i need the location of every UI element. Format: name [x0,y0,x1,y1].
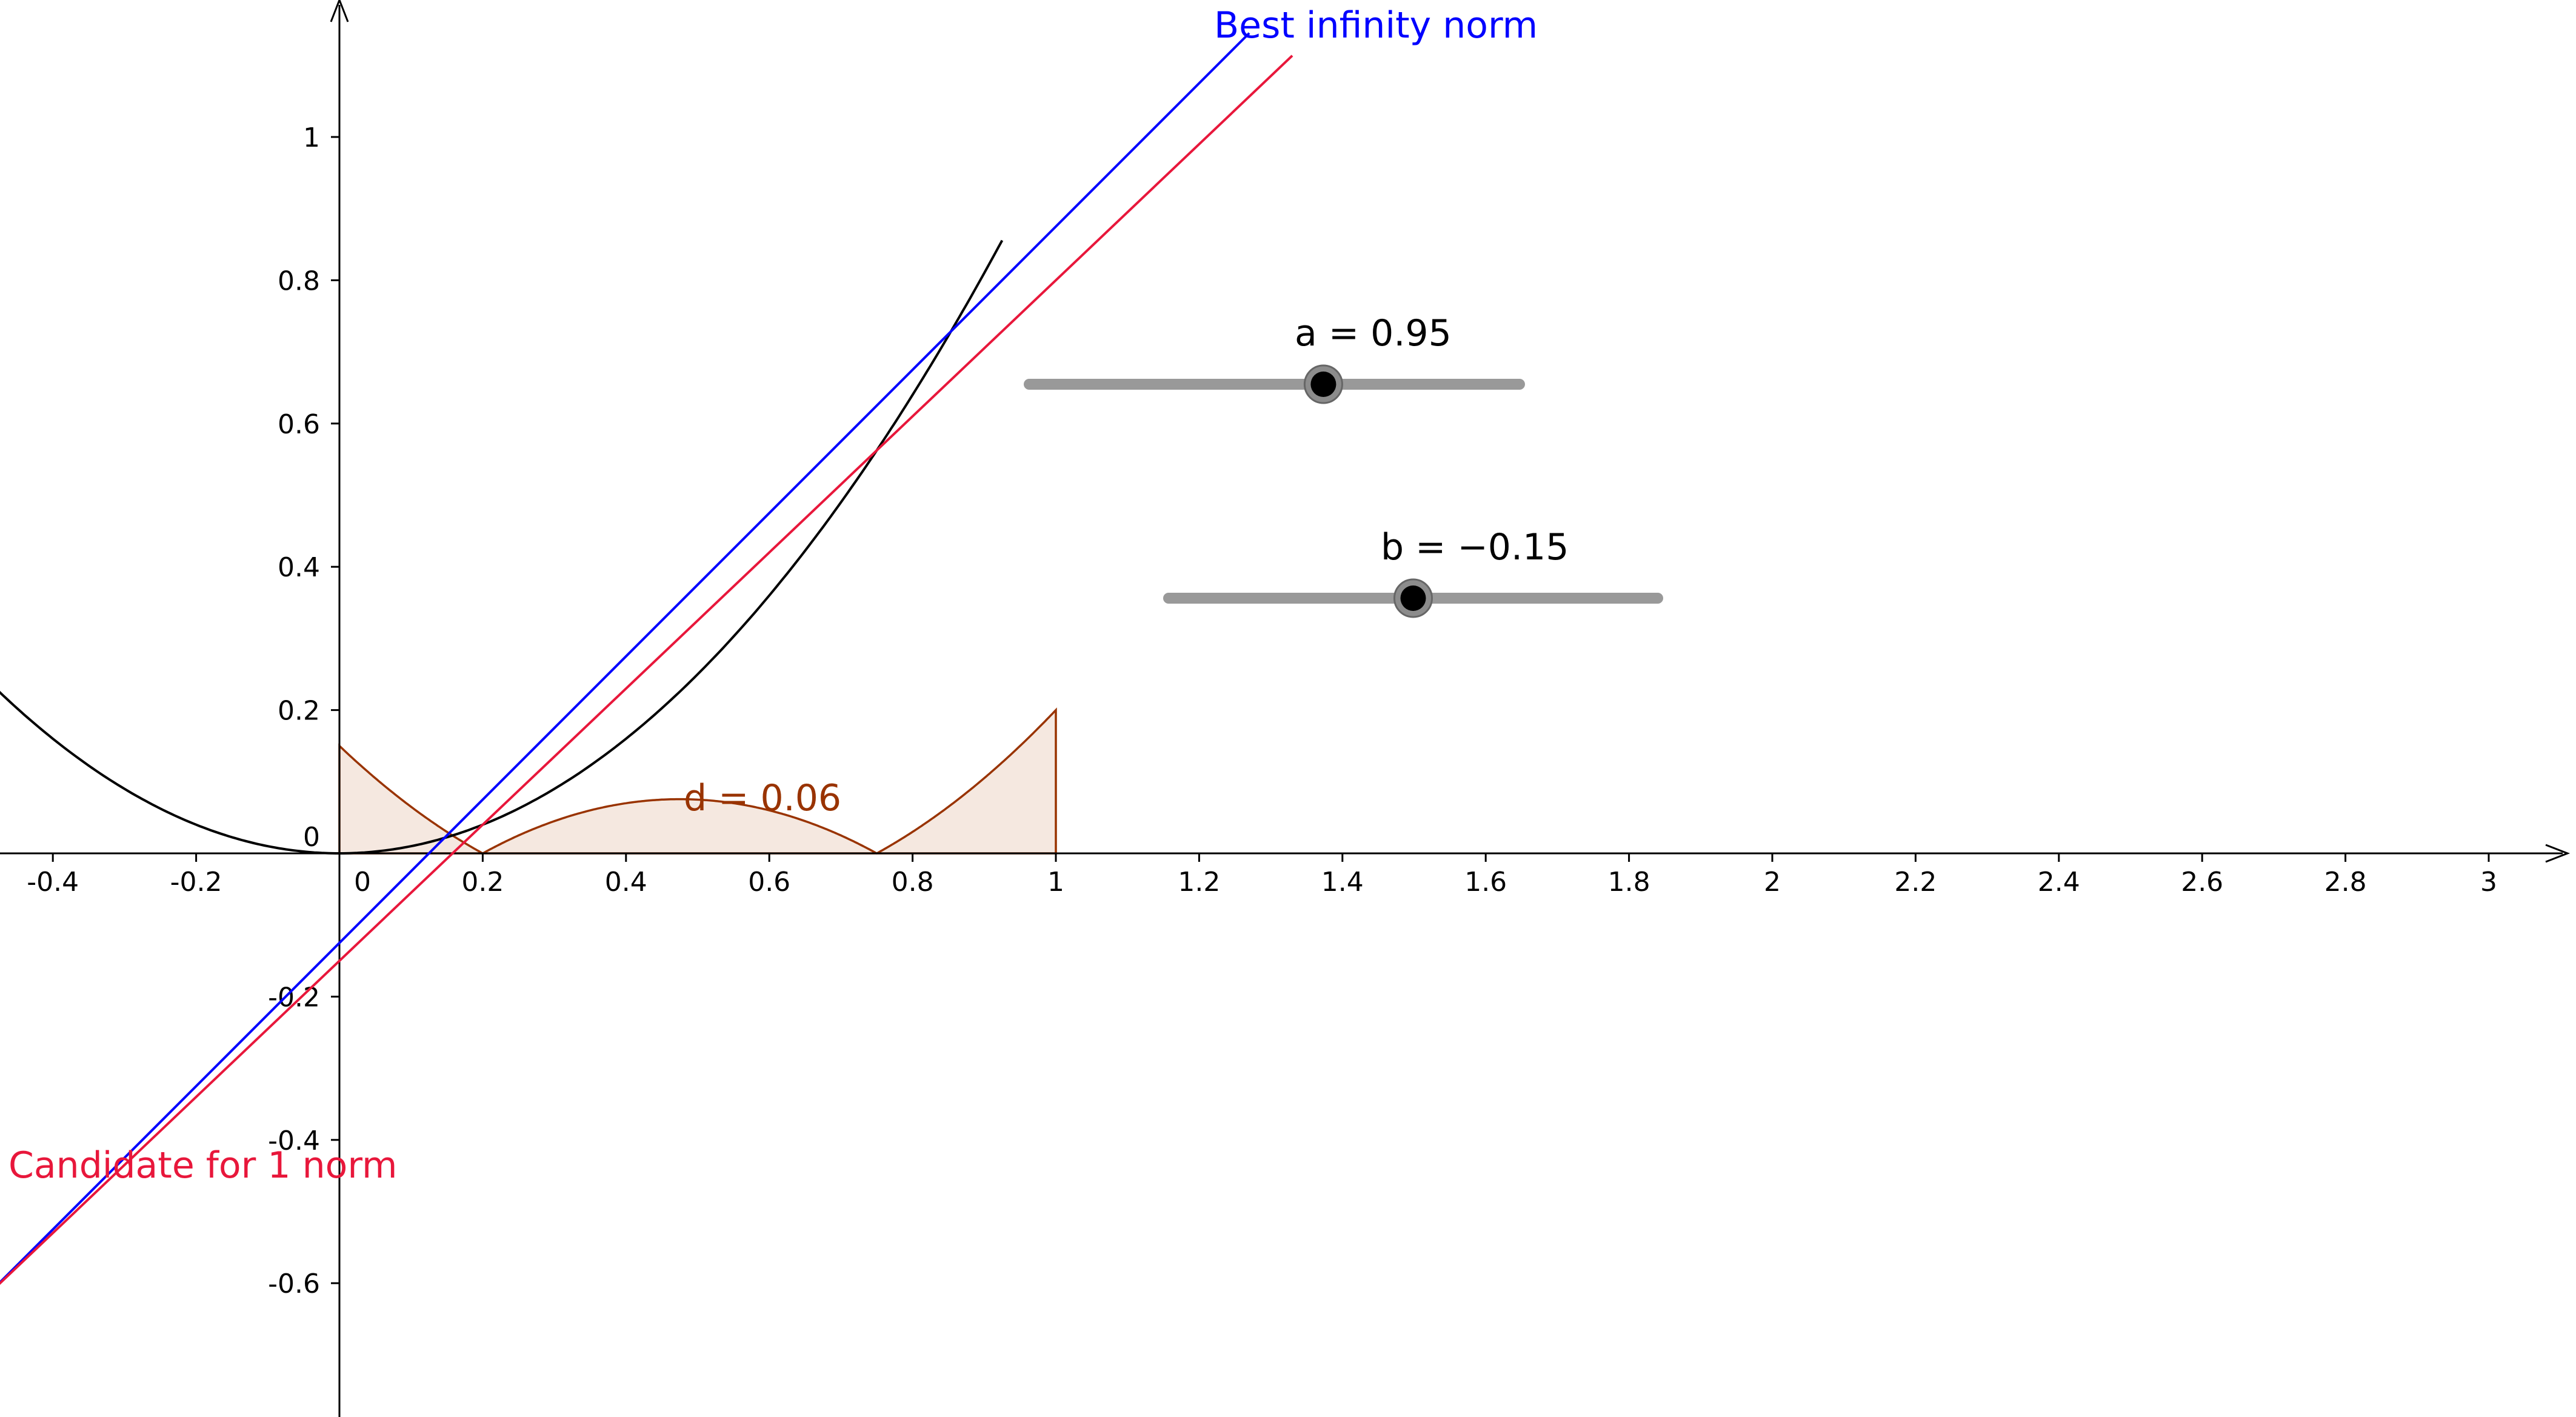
slider-a-label: a = 0.95 [1295,312,1452,355]
best-infinity-norm-line[interactable] [0,32,1250,1287]
y-tick-label: 0 [303,822,320,853]
candidate-one-norm-label: Candidate for 1 norm [8,1144,397,1187]
x-tick-label: 1.2 [1178,867,1220,898]
y-tick-label: 0.4 [278,552,320,583]
parabola-curve[interactable] [0,239,1004,855]
slider-b-label: b = −0.15 [1381,526,1569,568]
x-tick-label: 2.8 [2324,867,2367,898]
y-tick-label: -0.4 [268,1125,320,1156]
x-tick-label: -0.4 [27,867,79,898]
x-tick-label: -0.2 [170,867,222,898]
x-tick-label: 1 [1047,867,1064,898]
x-tick-label: 0.2 [461,867,504,898]
best-infinity-norm-label: Best infinity norm [1214,4,1538,47]
x-tick-label: 1.8 [1608,867,1650,898]
y-tick-label: 1 [303,122,320,153]
x-tick-label: 1.6 [1464,867,1507,898]
x-tick-label: 2 [1764,867,1781,898]
y-tick-label: -0.6 [268,1269,320,1299]
y-axis: 10.80.60.40.20-0.2-0.4-0.6 [268,0,349,1417]
slider-a-handle[interactable] [1303,364,1343,404]
y-axis-ticks: 10.80.60.40.20-0.2-0.4-0.6 [268,122,339,1299]
error-region-fill [339,710,1056,853]
x-tick-label: 2.4 [2038,867,2080,898]
x-tick-label: 3 [2480,867,2497,898]
error-region-outline [338,707,1057,855]
x-tick-label: 0.6 [748,867,790,898]
x-tick-label: 0.4 [605,867,647,898]
x-tick-label: 2.6 [2181,867,2223,898]
x-axis: -0.4 -0.2 0 0.2 0.4 0.6 0.8 1 1.2 1.4 1.6 1.8 2 2.2 2.… [0,844,2571,898]
error-value-label: d = 0.06 [684,777,841,819]
x-tick-label: 0.8 [892,867,934,898]
x-tick-label: 0 [354,867,371,898]
x-tick-label: 1.4 [1321,867,1364,898]
slider-b-handle[interactable] [1393,578,1433,618]
x-axis-ticks: -0.4 -0.2 0 0.2 0.4 0.6 0.8 1 1.2 1.4 1.6 1.8 2 2.2 2.… [27,853,2497,898]
slider-a[interactable]: a = 0.95 [1024,312,1525,404]
y-tick-label: 0.2 [278,696,320,727]
slider-b[interactable]: b = −0.15 [1163,526,1663,618]
y-tick-label: 0.6 [278,409,320,440]
candidate-one-norm-line[interactable] [0,55,1293,1287]
x-tick-label: 2.2 [1894,867,1937,898]
y-tick-label: 0.8 [278,265,320,296]
